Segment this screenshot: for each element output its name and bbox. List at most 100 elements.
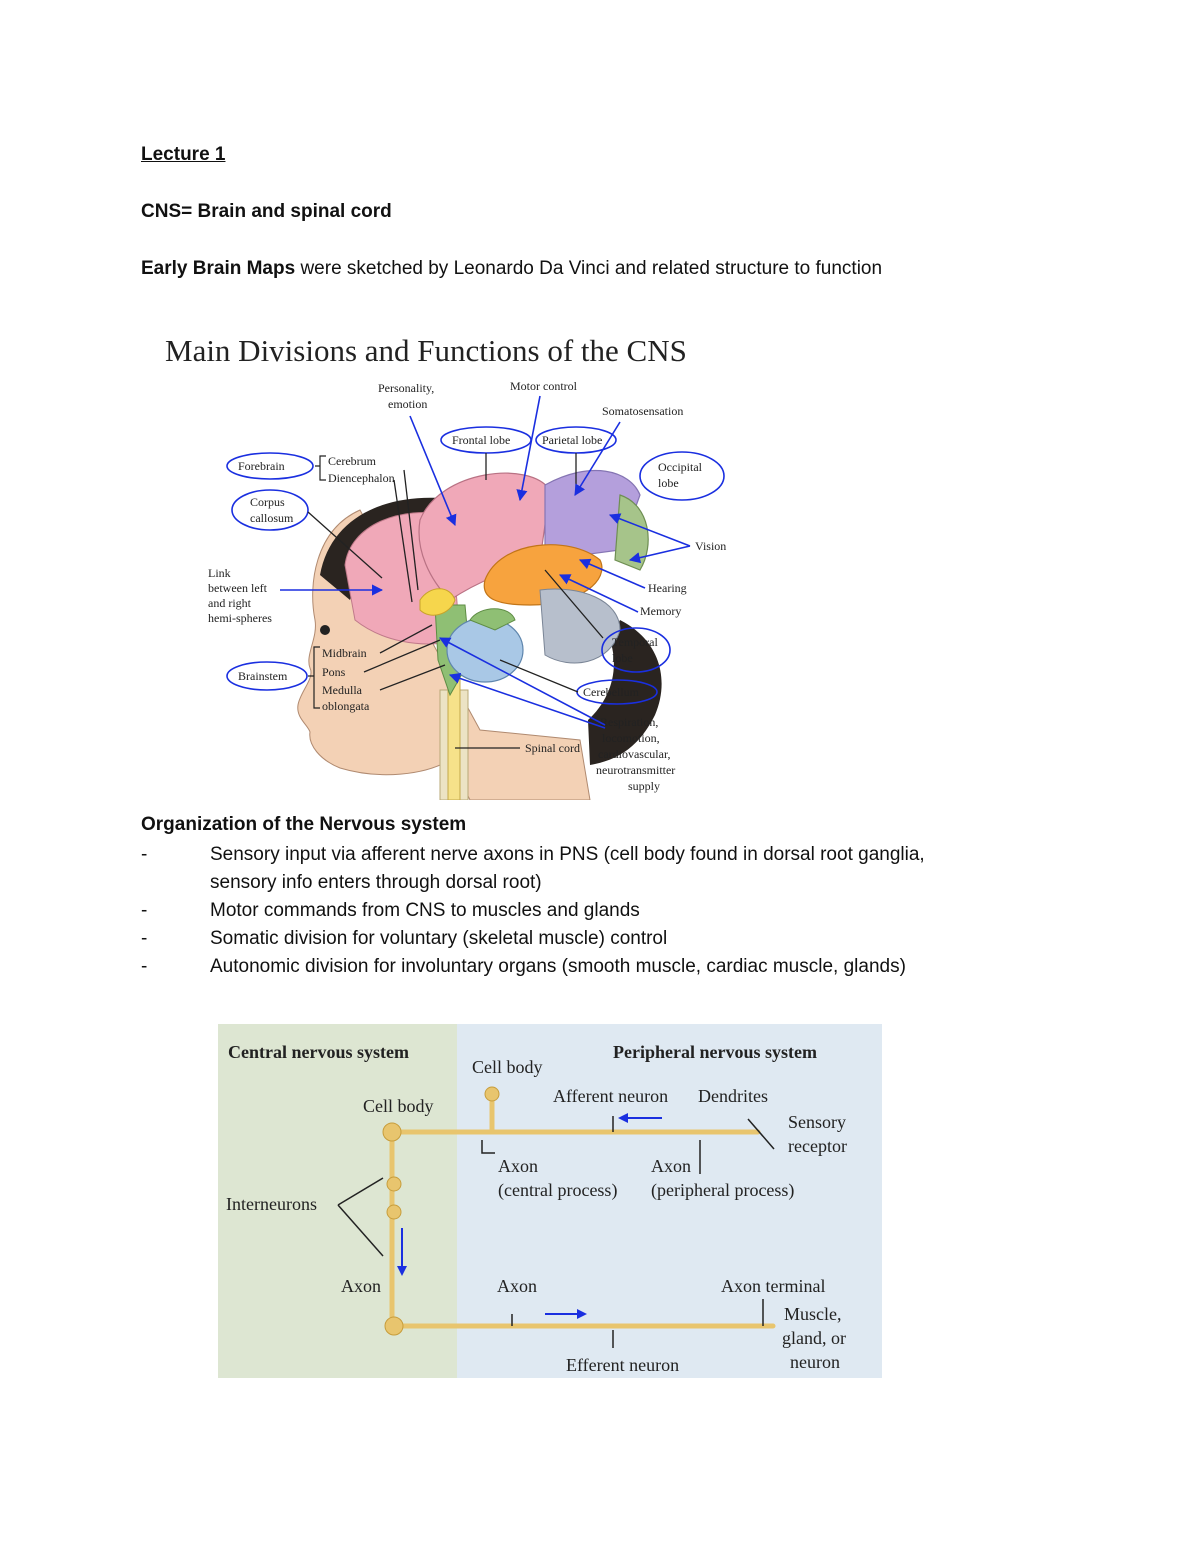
leader-pons xyxy=(363,639,441,673)
label-cell-body-left: Cell body xyxy=(363,1096,434,1116)
interneuron-2 xyxy=(386,1204,402,1220)
label-hearing: Hearing xyxy=(648,581,687,595)
label-respiration-1: Respiration, xyxy=(600,715,658,729)
arrow-somatosensation xyxy=(574,421,621,496)
label-cerebrum: Cerebrum xyxy=(328,454,377,468)
green-mid-shape xyxy=(469,608,516,631)
label-respiration-2: locomotion, xyxy=(602,731,660,745)
midbrain-shape xyxy=(419,588,456,616)
arrow-vision-1 xyxy=(608,513,691,547)
arrow-hearing xyxy=(578,558,646,589)
organization-heading: Organization of the Nervous system xyxy=(141,814,467,835)
label-medulla-2: oblongata xyxy=(322,699,370,713)
early-brain-maps-bold: Early Brain Maps xyxy=(141,258,296,279)
label-link-1: Link xyxy=(208,566,231,580)
label-occipital-1: Occipital xyxy=(658,460,703,474)
early-brain-maps-rest: were sketched by Leonardo Da Vinci and r… xyxy=(295,258,883,279)
label-link-3: and right xyxy=(208,596,252,610)
interneuron-pointer-2 xyxy=(337,1204,384,1257)
leader-cerebrum xyxy=(403,469,419,591)
label-muscle-2: gland, or xyxy=(782,1328,846,1348)
label-medulla-1: Medulla xyxy=(322,683,363,697)
cerebellum-shape xyxy=(446,617,524,683)
forebrain-circle xyxy=(226,452,314,480)
leader-midbrain xyxy=(379,624,433,654)
arrow-memory xyxy=(558,574,639,613)
label-axon-left: Axon xyxy=(341,1276,381,1296)
label-corpus-1: Corpus xyxy=(250,495,285,509)
cns-title: Central nervous system xyxy=(228,1042,409,1062)
interneuron-pointer-1 xyxy=(337,1177,384,1206)
label-sensory-1: Sensory xyxy=(788,1112,846,1132)
bullet-dash: - xyxy=(141,900,148,921)
bullet-text: Somatic division for voluntary (skeletal… xyxy=(210,928,668,949)
label-forebrain: Forebrain xyxy=(238,459,285,473)
early-brain-maps-line: Early Brain Maps were sketched by Leonar… xyxy=(141,255,882,283)
occipital-lobe-circle xyxy=(639,451,725,501)
label-cell-body-top: Cell body xyxy=(472,1057,543,1077)
bullet-item: - Autonomic division for involuntary org… xyxy=(141,953,1101,981)
arrow-motor xyxy=(516,395,541,502)
brain-figure-title: Main Divisions and Functions of the CNS xyxy=(165,333,687,368)
grey-cortex-shape xyxy=(539,588,621,664)
temporal-lobe-circle xyxy=(601,627,671,673)
pns-title: Peripheral nervous system xyxy=(613,1042,817,1062)
bullet-item: - Somatic division for voluntary (skelet… xyxy=(141,925,1101,953)
label-corpus-2: callosum xyxy=(250,511,294,525)
arrow-vision-2 xyxy=(628,545,691,564)
bullet-text: Motor commands from CNS to muscles and g… xyxy=(210,900,640,921)
label-link-4: hemi-spheres xyxy=(208,611,272,625)
bullet-dash: - xyxy=(141,928,148,949)
label-frontal-lobe: Frontal lobe xyxy=(452,433,510,447)
bullet-dash: - xyxy=(141,956,148,977)
label-link-2: between left xyxy=(208,581,268,595)
leader-cerebellum xyxy=(499,659,579,693)
cns-panel xyxy=(218,1024,457,1378)
eye xyxy=(320,625,330,635)
neuron-figure: Central nervous system Peripheral nervou… xyxy=(218,1024,882,1378)
label-muscle-1: Muscle, xyxy=(784,1304,842,1324)
cns-cell-body xyxy=(382,1122,402,1142)
label-diencephalon: Diencephalon xyxy=(328,471,395,485)
label-muscle-3: neuron xyxy=(790,1352,840,1372)
label-brainstem: Brainstem xyxy=(238,669,288,683)
label-spinal-cord: Spinal cord xyxy=(525,741,580,755)
brain-figure: Main Divisions and Functions of the CNS … xyxy=(150,320,750,801)
label-respiration-4: neurotransmitter xyxy=(596,763,675,777)
label-interneurons: Interneurons xyxy=(226,1194,317,1214)
bullet-item: - Motor commands from CNS to muscles and… xyxy=(141,897,1101,925)
bullet-item: - Sensory input via afferent nerve axons… xyxy=(141,841,1101,897)
leader-corpus xyxy=(307,511,383,579)
interneuron-1 xyxy=(386,1176,402,1192)
bullet-text: Autonomic division for involuntary organ… xyxy=(210,956,906,977)
arrow-respiration-2 xyxy=(448,672,606,729)
hair-back xyxy=(588,620,662,765)
label-respiration-3: cardiovascular, xyxy=(598,747,670,761)
label-axon-peripheral-2: (peripheral process) xyxy=(651,1180,794,1201)
label-axon-mid: Axon xyxy=(497,1276,537,1296)
occipital-lobe-shape xyxy=(614,494,649,571)
label-memory: Memory xyxy=(640,604,681,618)
label-temporal-1: Temporal xyxy=(612,635,658,649)
label-sensory-2: receptor xyxy=(788,1136,847,1156)
label-midbrain: Midbrain xyxy=(322,646,367,660)
label-axon-central-1: Axon xyxy=(498,1156,538,1176)
label-pons: Pons xyxy=(322,665,346,679)
arrow-personality xyxy=(409,415,457,527)
label-occipital-2: lobe xyxy=(658,476,679,490)
label-parietal-lobe: Parietal lobe xyxy=(542,433,602,447)
dendrite-marker xyxy=(747,1118,775,1150)
arrow-respiration-1 xyxy=(439,637,606,726)
label-afferent: Afferent neuron xyxy=(553,1086,668,1106)
label-motor-control: Motor control xyxy=(510,379,578,393)
leader-diencephalon xyxy=(393,479,413,603)
brainstem-bracket xyxy=(308,646,320,709)
corpus-callosum-circle xyxy=(231,489,309,531)
label-axon-terminal: Axon terminal xyxy=(721,1276,825,1296)
efferent-cell-body xyxy=(384,1316,404,1336)
bullet-dash: - xyxy=(141,844,148,865)
pns-panel xyxy=(457,1024,882,1378)
axon-central-tick xyxy=(481,1140,495,1154)
label-axon-peripheral-1: Axon xyxy=(651,1156,691,1176)
brainstem-circle xyxy=(226,661,308,691)
